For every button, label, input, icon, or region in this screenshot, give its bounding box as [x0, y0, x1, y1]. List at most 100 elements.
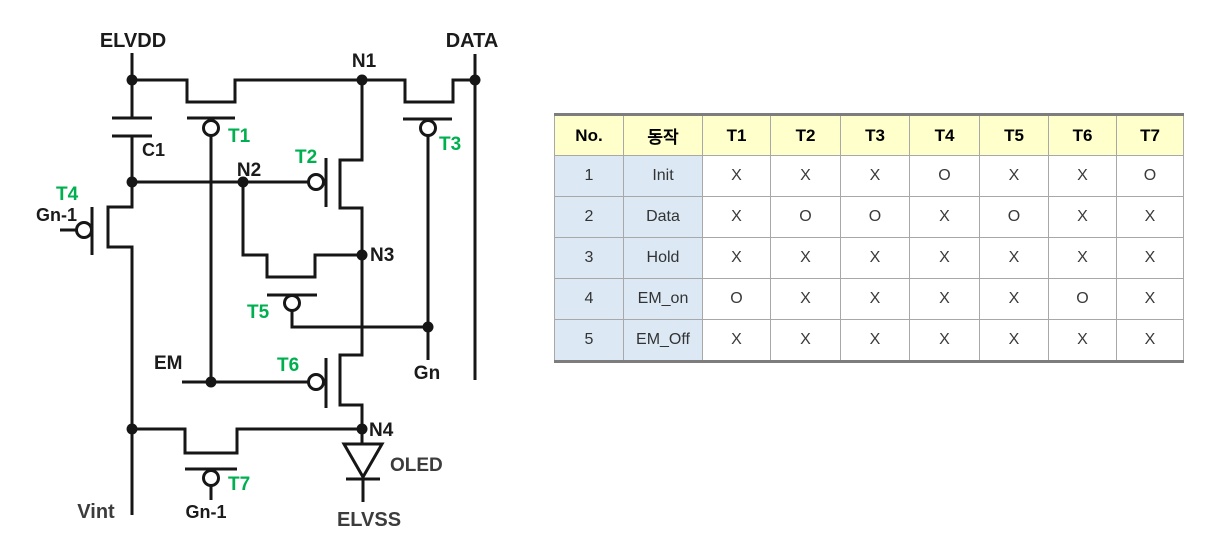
data-label: DATA: [446, 30, 499, 52]
vint-label: Vint: [77, 501, 115, 523]
oled-label: OLED: [390, 455, 443, 476]
table-header-row: No. 동작 T1 T2 T3 T4 T5 T6 T7: [554, 114, 1184, 156]
gn-prev-left-label: Gn-1: [36, 205, 77, 225]
junction-dots: [126, 74, 481, 435]
t7-pmos-bubble: [202, 469, 220, 487]
cell-state: X: [702, 319, 771, 362]
t4-label: T4: [56, 184, 79, 205]
cell-state: X: [702, 196, 771, 238]
cell-state: X: [979, 319, 1049, 362]
col-header-t6: T6: [1048, 114, 1117, 156]
cell-state: O: [770, 196, 841, 238]
t3-pmos-bubble: [419, 119, 437, 137]
cell-state: X: [770, 155, 841, 197]
cell-state: X: [840, 278, 910, 320]
cell-state: X: [1116, 237, 1184, 279]
cell-state: X: [1116, 319, 1184, 362]
gn-prev-bottom-label: Gn-1: [185, 502, 226, 522]
cell-state: X: [1116, 278, 1184, 320]
cell-state: X: [909, 196, 980, 238]
cell-no: 5: [554, 319, 624, 362]
t2-channel-wire: [338, 80, 364, 255]
cell-operation: EM_Off: [623, 319, 703, 362]
transistor-t7: [185, 467, 237, 500]
t4-pmos-bubble: [75, 221, 93, 239]
t6-pmos-bubble: [307, 373, 325, 391]
cell-no: 2: [554, 196, 624, 238]
junction-dot: [205, 376, 217, 388]
cell-state: X: [702, 237, 771, 279]
oled-triangle: [341, 442, 385, 481]
oled-diode-symbol: [341, 429, 385, 502]
t6-label: T6: [277, 355, 299, 376]
t4-channel-left-rail-wire: [106, 182, 134, 515]
node-n3-label: N3: [370, 245, 394, 266]
bottom-rail-wire: [132, 427, 362, 455]
t5-gate-wire: [290, 311, 428, 329]
col-header-t3: T3: [840, 114, 910, 156]
cell-state: O: [702, 278, 771, 320]
cell-operation: EM_on: [623, 278, 703, 320]
gn-label: Gn: [414, 363, 440, 384]
col-header-t7: T7: [1116, 114, 1184, 156]
cell-state: X: [840, 237, 910, 279]
junction-dot: [422, 321, 434, 333]
node-n1-label: N1: [352, 51, 377, 72]
cell-operation: Init: [623, 155, 703, 197]
cell-state: X: [909, 319, 980, 362]
junction-dot: [356, 74, 368, 86]
node-n4-label: N4: [369, 420, 394, 441]
elvdd-label: ELVDD: [100, 30, 166, 52]
cell-state: O: [979, 196, 1049, 238]
transistor-t5: [241, 182, 428, 329]
cell-operation: Hold: [623, 237, 703, 279]
col-header-t2: T2: [770, 114, 841, 156]
cell-state: X: [840, 155, 910, 197]
cell-state: X: [909, 278, 980, 320]
n3-n4-channel-wire: [338, 255, 364, 429]
cell-state: X: [979, 155, 1049, 197]
t5-pmos-bubble: [283, 294, 301, 312]
cell-no: 4: [554, 278, 624, 320]
cell-state: X: [1048, 155, 1117, 197]
circuit-canvas: ELVDD DATA N1 N2 N3 N4 C1 T1 T2 T3 T4 T5…: [36, 30, 499, 531]
table-row-hold: 3 Hold X X X X X X X: [554, 237, 1184, 279]
junction-dot: [126, 74, 138, 86]
t5-label: T5: [247, 302, 270, 323]
cell-operation: Data: [623, 196, 703, 238]
cell-no: 3: [554, 237, 624, 279]
junction-dot: [126, 423, 138, 435]
cell-state: X: [770, 319, 841, 362]
t1-pmos-bubble: [202, 119, 220, 137]
cell-state: X: [770, 237, 841, 279]
t1-label: T1: [228, 126, 251, 147]
em-label: EM: [154, 353, 183, 374]
cell-state: X: [979, 237, 1049, 279]
pixel-circuit-diagram: ELVDD DATA N1 N2 N3 N4 C1 T1 T2 T3 T4 T5…: [0, 0, 545, 547]
t7-label: T7: [228, 474, 250, 495]
transistor-t2: [307, 80, 364, 255]
cell-state: O: [840, 196, 910, 238]
transistor-t4: [60, 182, 134, 515]
elvss-label: ELVSS: [337, 509, 401, 531]
junction-dot: [356, 423, 368, 435]
timing-table-container: No. 동작 T1 T2 T3 T4 T5 T6 T7 1 Init X X X…: [554, 113, 1184, 363]
junction-dot: [469, 74, 481, 86]
t2-pmos-bubble: [307, 173, 325, 191]
top-rail-wire: [132, 78, 475, 104]
junction-dot: [356, 249, 368, 261]
transistor-t1: [187, 116, 235, 382]
cell-state: X: [979, 278, 1049, 320]
capacitor-c1: [112, 80, 152, 182]
table-row-init: 1 Init X X X O X X O: [554, 155, 1184, 197]
cell-state: X: [840, 319, 910, 362]
cell-state: O: [909, 155, 980, 197]
col-header-t5: T5: [979, 114, 1049, 156]
cell-state: O: [1048, 278, 1117, 320]
junction-dot: [237, 176, 249, 188]
capacitor-c1-label: C1: [142, 140, 165, 160]
cell-state: X: [1048, 319, 1117, 362]
cell-state: X: [909, 237, 980, 279]
cell-state: O: [1116, 155, 1184, 197]
t3-label: T3: [439, 134, 461, 155]
